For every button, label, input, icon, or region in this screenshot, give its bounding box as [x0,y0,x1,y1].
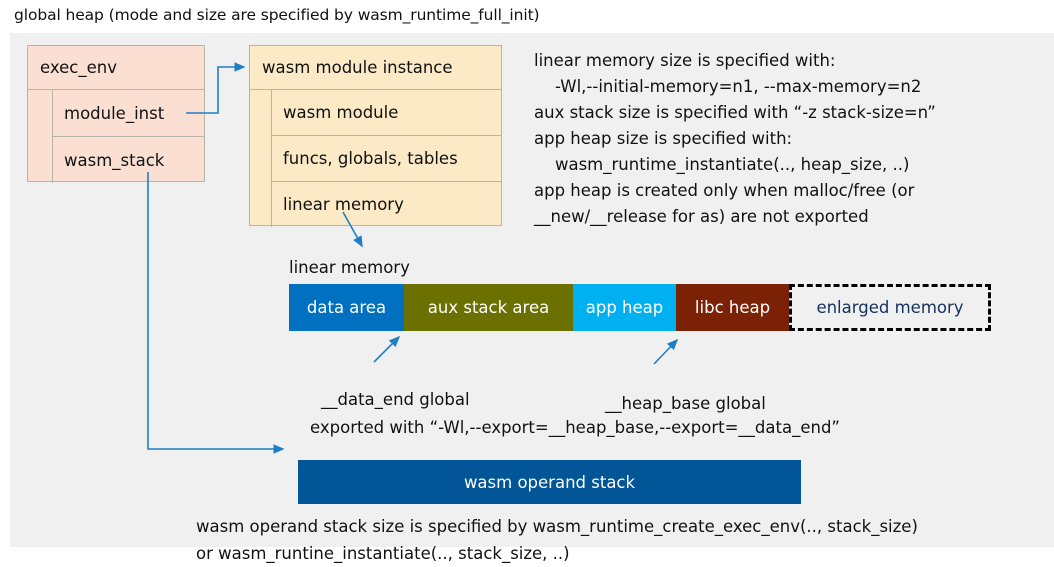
runtime-notes-text: linear memory size is specified with: -W… [534,51,936,226]
module-field-funcs-globals-tables: funcs, globals, tables [272,136,501,182]
wasm-module-instance-gutter [250,90,272,227]
wasm-operand-stack-box: wasm operand stack [298,460,801,504]
exec-env-box: exec_env module_inst wasm_stack [27,45,205,183]
memory-segment-data-area: data area [289,284,404,331]
operand-stack-note-text: wasm operand stack size is specified by … [196,517,918,563]
page-title: global heap (mode and size are specified… [14,6,540,24]
memory-segment-aux-stack-area: aux stack area [404,284,573,331]
wasm-module-instance-header: wasm module instance [250,46,501,90]
data-end-global-label: __data_end global [321,390,470,409]
memory-segment-app-heap: app heap [573,284,676,331]
linear-memory-label: linear memory [289,258,410,277]
exec-env-field-wasm-stack: wasm_stack [64,150,165,170]
heap-base-global-label: __heap_base global [605,394,766,413]
export-note-label: exported with “-Wl,--export=__heap_base,… [310,418,840,437]
module-field-linear-memory: linear memory [283,195,404,214]
exec-env-body: module_inst wasm_stack [28,90,204,183]
wasm-module-instance-body: wasm module funcs, globals, tables linea… [250,90,501,227]
exec-env-rows: module_inst wasm_stack [53,90,204,183]
wasm-module-instance-box: wasm module instance wasm module funcs, … [249,45,502,227]
diagram-canvas: exec_env module_inst wasm_stack wasm mod… [10,33,1054,563]
memory-segment-enlarged-memory: enlarged memory [789,284,991,331]
exec-env-gutter [28,90,53,183]
exec-env-field-module-inst: module_inst [53,90,204,137]
module-field-wasm-module: wasm module [272,90,501,136]
memory-segment-libc-heap: libc heap [676,284,789,331]
wasm-module-instance-rows: wasm module funcs, globals, tables linea… [272,90,501,227]
exec-env-header: exec_env [28,46,204,90]
